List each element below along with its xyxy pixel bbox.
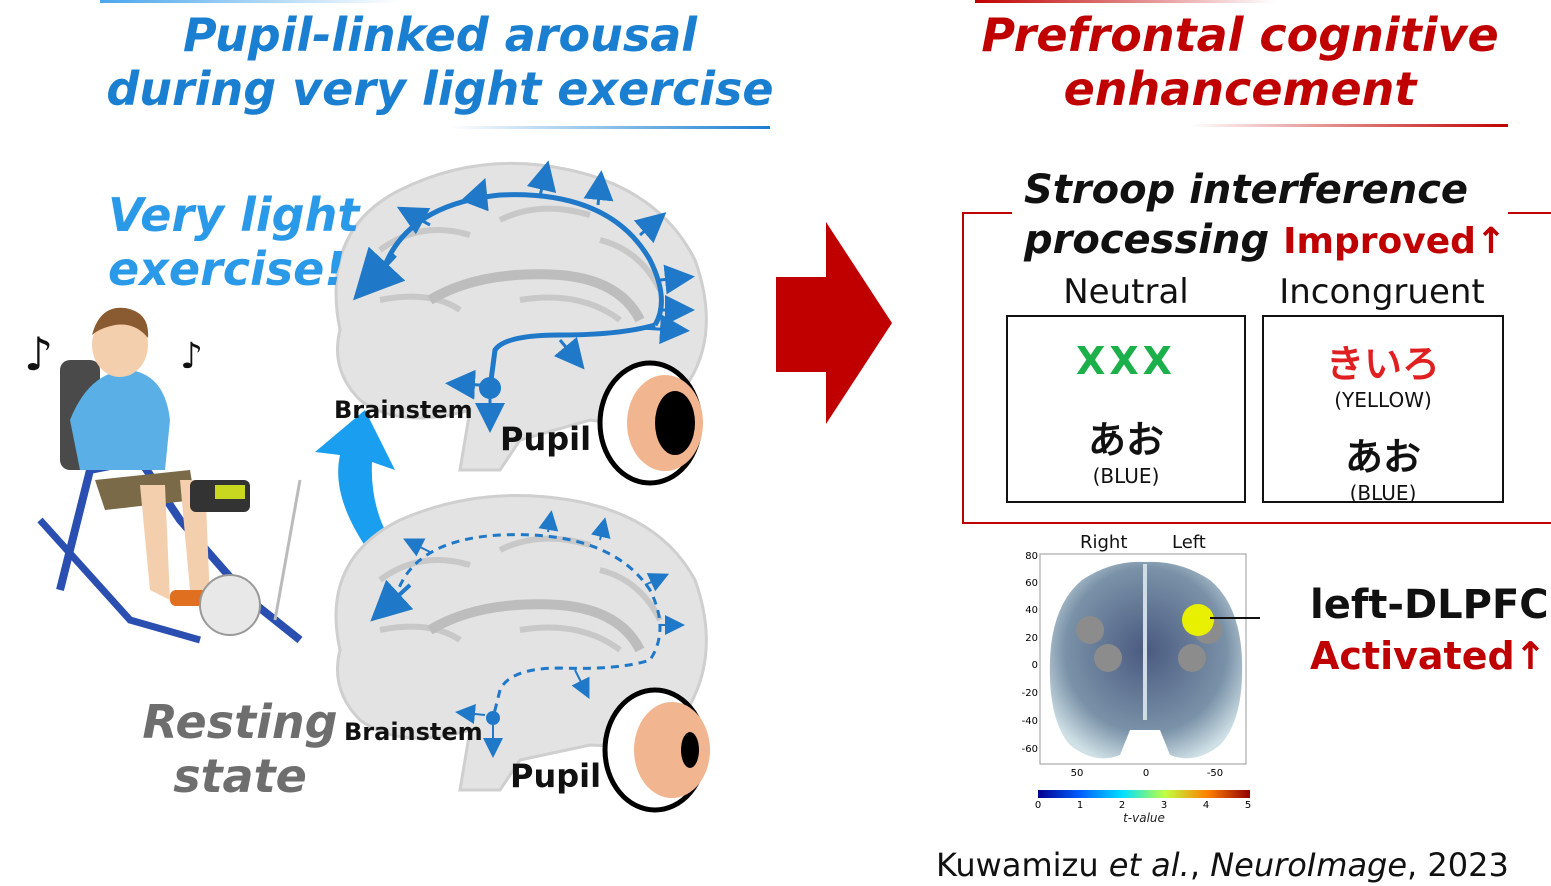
very-light-line1: Very light — [108, 188, 360, 242]
incongruent-stimulus: きいろ — [1325, 342, 1440, 386]
neutral-card: XXX あお (BLUE) — [1006, 315, 1246, 503]
colorbar-tick: 2 — [1119, 800, 1125, 811]
colorbar-label: t-value — [1123, 811, 1165, 825]
stroop-title-line1: Stroop interference — [1024, 167, 1469, 213]
incongruent-header: Incongruent — [1279, 272, 1485, 312]
brainstem-label-bottom: Brainstem — [344, 718, 483, 746]
music-note-1: ♪ — [24, 327, 53, 381]
brainstem-label-top: Brainstem — [334, 396, 473, 424]
exerciser-illustration — [37, 307, 303, 644]
stroop-box-top-right-rule — [1508, 212, 1551, 214]
channel-dot — [1076, 616, 1104, 644]
x-axis-ticks: 50 0 -50 — [1071, 768, 1224, 779]
y-tick: 40 — [1025, 605, 1038, 616]
right-title-line1: Prefrontal cognitive — [981, 8, 1499, 62]
colorbar-tick: 1 — [1077, 800, 1083, 811]
y-axis-ticks: 80 60 40 20 0 -20 -40 -60 — [1022, 551, 1038, 755]
map-frame — [1039, 553, 1247, 765]
left-title-top-rule — [100, 0, 400, 3]
y-tick: 60 — [1025, 578, 1038, 589]
colorbar-tick: 5 — [1245, 800, 1251, 811]
resting-state-label: Resting state — [140, 695, 340, 803]
incongruent-stimulus-translation: (YELLOW) — [1334, 388, 1432, 412]
neutral-header: Neutral — [1063, 272, 1189, 312]
x-tick: -50 — [1207, 768, 1223, 779]
resting-line1: Resting — [142, 695, 338, 749]
colorbar-tick: 0 — [1035, 800, 1041, 811]
neutral-response-translation: (BLUE) — [1092, 464, 1160, 488]
left-title: Pupil-linked arousal during very light e… — [100, 8, 780, 116]
left-title-line1: Pupil-linked arousal — [182, 8, 698, 62]
pupil-label-bottom: Pupil — [510, 757, 602, 795]
resting-line2: state — [173, 749, 307, 803]
red-arrow-icon — [776, 222, 892, 424]
y-tick: 80 — [1025, 551, 1038, 562]
brain-map-plot: 80 60 40 20 0 -20 -40 -60 50 0 -50 0 1 2… — [1022, 551, 1260, 825]
stroop-box-top-left-rule — [962, 212, 1012, 214]
stroop-title-line2: processing — [1024, 217, 1270, 263]
channel-dot — [1094, 644, 1122, 672]
activated-label: Activated↑ — [1310, 634, 1547, 678]
right-title-top-rule — [975, 0, 1275, 3]
neutral-stimulus: XXX — [1076, 339, 1176, 383]
y-tick: -20 — [1022, 688, 1038, 699]
colorbar-tick: 4 — [1203, 800, 1209, 811]
colorbar-ticks: 0 1 2 3 4 5 — [1035, 800, 1251, 811]
transition-arrow-icon — [315, 410, 395, 560]
very-light-line2: exercise! — [108, 242, 346, 296]
neutral-response-word: あお — [1087, 418, 1164, 462]
stroop-box — [962, 212, 1551, 524]
pupil-bottom-icon — [602, 687, 710, 813]
colorbar — [1038, 790, 1250, 798]
pupil-top-icon — [597, 360, 703, 486]
stroop-title-line2-wrap: processing Improved↑ — [1024, 215, 1506, 267]
left-title-line2: during very light exercise — [106, 62, 774, 116]
y-tick: 20 — [1025, 633, 1038, 644]
map-right-label: Right — [1080, 532, 1128, 553]
citation-year: , 2023 — [1407, 846, 1509, 884]
map-left-label: Left — [1172, 532, 1206, 553]
right-title-bottom-rule — [1190, 124, 1508, 127]
y-tick: -60 — [1022, 744, 1038, 755]
dlpfc-activation-spot — [1182, 604, 1214, 636]
dlpfc-label: left-DLPFC — [1310, 582, 1549, 628]
left-illustration: ♪ ♪ — [24, 160, 710, 813]
left-title-bottom-rule — [450, 126, 770, 129]
y-tick: 0 — [1032, 660, 1038, 671]
very-light-exercise-label: Very light exercise! — [108, 188, 359, 296]
x-tick: 0 — [1143, 768, 1149, 779]
right-title: Prefrontal cognitive enhancement — [960, 8, 1520, 116]
colorbar-tick: 3 — [1161, 800, 1167, 811]
citation-etal: et al. — [1108, 846, 1190, 884]
music-note-2: ♪ — [180, 336, 203, 377]
pupil-label-top: Pupil — [500, 420, 592, 458]
citation: Kuwamizu et al., NeuroImage, 2023 — [936, 846, 1509, 884]
incongruent-card: きいろ (YELLOW) あお (BLUE) — [1262, 315, 1504, 505]
stroop-title: Stroop interference processing Improved↑ — [1024, 165, 1506, 267]
improved-label: Improved↑ — [1283, 221, 1507, 262]
right-title-line2: enhancement — [1063, 62, 1417, 116]
incongruent-response-word: あお — [1344, 435, 1421, 479]
citation-comma: , — [1189, 846, 1211, 884]
citation-journal: NeuroImage — [1210, 846, 1408, 884]
y-tick: -40 — [1022, 716, 1038, 727]
x-tick: 50 — [1071, 768, 1084, 779]
citation-authors: Kuwamizu — [936, 846, 1109, 884]
channel-dot — [1178, 644, 1206, 672]
incongruent-response-translation: (BLUE) — [1349, 481, 1417, 505]
